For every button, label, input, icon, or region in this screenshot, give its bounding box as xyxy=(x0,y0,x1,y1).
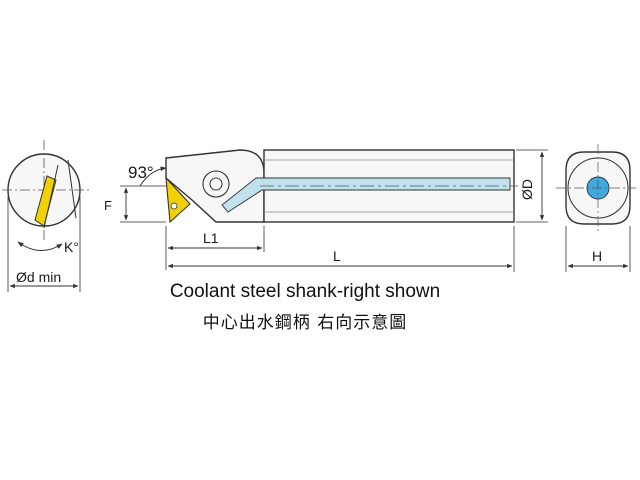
dim-f-label: F xyxy=(104,198,112,213)
angle-93-arc xyxy=(139,166,167,187)
end-view-left: K° Ød min xyxy=(2,140,90,292)
k-angle-arc xyxy=(17,241,63,251)
side-view: 93° F L1 L ØD xyxy=(104,149,548,272)
k-angle-label: K° xyxy=(64,239,79,255)
dim-od-label: ØD xyxy=(519,179,535,200)
insert-side-view xyxy=(165,176,191,224)
dim-l-label: L xyxy=(333,248,341,264)
caption-english: Coolant steel shank-right shown xyxy=(169,281,441,302)
angle-93-label: 93° xyxy=(128,163,154,182)
caption-chinese: 中心出水鋼柄 右向示意圖 xyxy=(202,313,408,333)
coolant-channel xyxy=(221,177,511,213)
dim-h-label: H xyxy=(592,248,602,264)
dim-l1-label: L1 xyxy=(203,230,219,246)
dim-od-min-label: Ød min xyxy=(16,269,61,285)
end-view-right: H xyxy=(556,144,636,272)
